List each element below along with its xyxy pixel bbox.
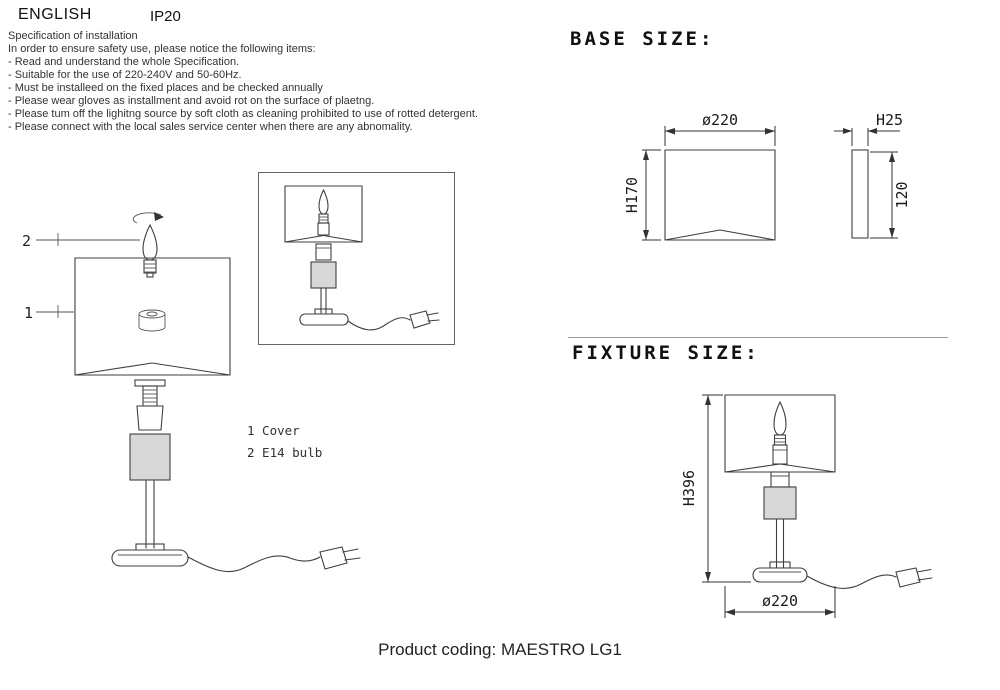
fixture-base-drawing <box>752 561 808 583</box>
fixture-stem-drawing <box>775 518 785 569</box>
parts-legend: 1 Cover 2 E14 bulb <box>247 420 322 464</box>
part-2-leader: 2 <box>22 232 140 250</box>
lamp-base-drawing <box>111 543 189 567</box>
fixture-size-title: FIXTURE SIZE: <box>572 342 760 364</box>
thickness-dimension: H25 <box>834 111 903 146</box>
lamp-stem-drawing <box>145 479 155 549</box>
part-1-label: 1 <box>24 304 33 322</box>
fixture-diameter-dim-label: ø220 <box>762 592 798 610</box>
rotation-arrow-icon <box>132 212 164 224</box>
base-side-view-drawing <box>851 149 869 239</box>
shade-holder-ring-drawing <box>138 309 166 332</box>
fixture-height-dimension: H396 <box>680 394 751 583</box>
product-coding: Product coding: MAESTRO LG1 <box>378 640 622 659</box>
spec-title: Specification of installation <box>8 30 138 42</box>
mini-candle-bulb-drawing <box>317 188 330 236</box>
mini-base-drawing <box>299 308 349 326</box>
assembled-lamp-box-diagram <box>258 172 455 345</box>
fixture-socket-drawing <box>770 471 790 488</box>
part-2-label: 2 <box>22 232 31 250</box>
side-height-dim-label: 120 <box>893 181 911 208</box>
fixture-bulb-drawing <box>772 400 788 465</box>
fixture-cord-plug-drawing <box>806 567 933 589</box>
front-height-dim-label: H170 <box>623 177 641 213</box>
legend-cover: 1 Cover <box>247 423 300 438</box>
candle-bulb-drawing <box>142 223 158 278</box>
fixture-size-diagram: H396 ø220 <box>680 394 933 618</box>
specification-text: Specification of installation In order t… <box>8 30 548 134</box>
fixture-height-dim-label: H396 <box>680 470 698 506</box>
fixture-body-cylinder-drawing <box>763 486 797 520</box>
spec-item: - Read and understand the whole Specific… <box>8 56 240 68</box>
assembly-exploded-diagram: 2 1 <box>22 212 361 573</box>
base-front-view-drawing <box>664 149 776 241</box>
section-divider <box>568 337 948 338</box>
mini-cord-plug-drawing <box>347 310 440 331</box>
spec-item: - Must be installeed on the fixed places… <box>8 82 323 94</box>
legend-bulb: 2 E14 bulb <box>247 445 323 460</box>
base-size-title: BASE SIZE: <box>570 28 715 50</box>
spec-item: - Please connect with the local sales se… <box>8 121 413 133</box>
front-height-dimension: H170 <box>623 149 661 241</box>
diagram-frame <box>258 172 455 345</box>
mini-socket-drawing <box>315 243 332 261</box>
spec-intro: In order to ensure safety use, please no… <box>8 43 316 55</box>
part-1-leader: 1 <box>24 304 74 322</box>
spec-item: - Suitable for the use of 220-240V and 5… <box>8 69 242 81</box>
base-size-diagram: ø220 H170 H25 120 <box>623 111 911 241</box>
mini-lamp-shade-drawing <box>284 185 363 243</box>
lamp-shade-drawing <box>74 257 231 376</box>
diameter-dimension: ø220 <box>664 111 776 146</box>
side-height-dimension: 120 <box>870 151 911 239</box>
socket-thread-drawing <box>134 379 166 431</box>
ip-rating-label: IP20 <box>150 8 181 25</box>
thickness-dim-label: H25 <box>876 111 903 129</box>
fixture-diameter-dimension: ø220 <box>724 586 836 618</box>
diameter-dim-label: ø220 <box>702 111 738 129</box>
lamp-body-cylinder-drawing <box>129 433 171 481</box>
spec-item: - Please tum off the lighitng source by … <box>8 108 479 120</box>
fixture-shade-drawing <box>724 394 836 473</box>
mini-body-cylinder-drawing <box>310 261 337 289</box>
power-cord-plug-drawing <box>187 546 361 573</box>
spec-item: - Please wear gloves as installment and … <box>8 95 375 107</box>
language-label: ENGLISH <box>18 6 92 23</box>
